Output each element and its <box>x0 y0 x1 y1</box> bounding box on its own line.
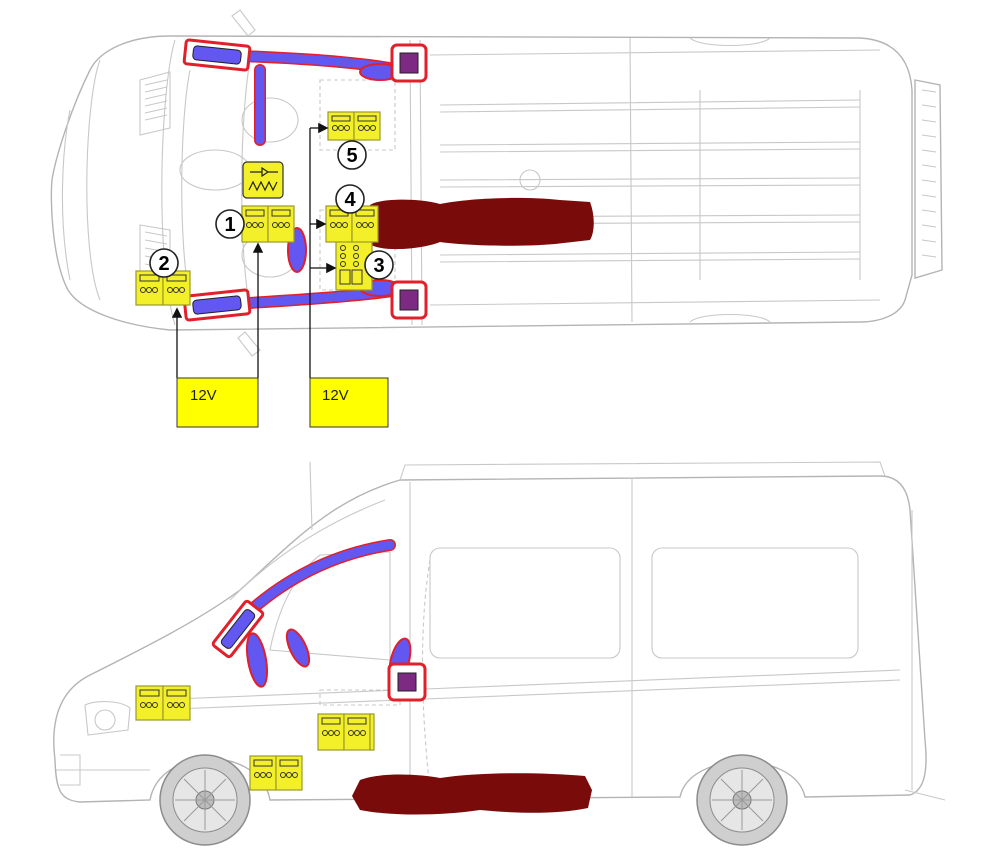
voltage-box-right: 12V <box>309 377 389 428</box>
battery-icon <box>241 205 295 243</box>
floor-channels <box>439 99 861 263</box>
battery-5-top <box>327 111 381 141</box>
wiring-arrows <box>171 122 337 378</box>
van-side-view <box>53 461 946 846</box>
heater-unit-icon <box>242 161 284 199</box>
voltage-label-left: 12V <box>190 387 217 404</box>
air-outlet-icon <box>399 52 419 74</box>
heater-unit-top-lower <box>182 288 252 322</box>
fuel-tank-top <box>370 197 594 250</box>
callout-4-label: 4 <box>344 189 356 211</box>
callout-5-label: 5 <box>346 145 357 167</box>
front-wheel <box>159 754 251 846</box>
callout-1-label: 1 <box>224 214 235 236</box>
heater-unit-side <box>211 599 265 659</box>
battery-4-top <box>325 205 379 243</box>
air-outlet-top-lower <box>390 280 428 320</box>
air-outlet-top-upper <box>390 43 428 83</box>
callout-4: 4 <box>335 184 365 214</box>
voltage-box-left: 12V <box>176 377 259 428</box>
callout-1: 1 <box>215 209 245 239</box>
battery-side-seat <box>317 713 375 751</box>
callout-5: 5 <box>337 140 367 170</box>
fuel-tank-side <box>352 773 592 815</box>
battery-side-front <box>135 685 191 721</box>
callout-3: 3 <box>364 250 394 280</box>
van-top-view <box>50 9 943 357</box>
rear-wheel <box>696 754 788 846</box>
hood-vent-upper <box>139 71 171 136</box>
callout-3-label: 3 <box>373 255 384 277</box>
callout-2-label: 2 <box>158 253 169 275</box>
callout-2: 2 <box>149 248 179 278</box>
air-outlet-side <box>387 662 427 702</box>
fuel-tank-icon <box>370 197 594 250</box>
heater-unit-top-upper <box>182 38 252 72</box>
battery-1-top <box>241 205 295 243</box>
battery-side-step <box>249 755 303 791</box>
voltage-label-right: 12V <box>322 387 349 404</box>
